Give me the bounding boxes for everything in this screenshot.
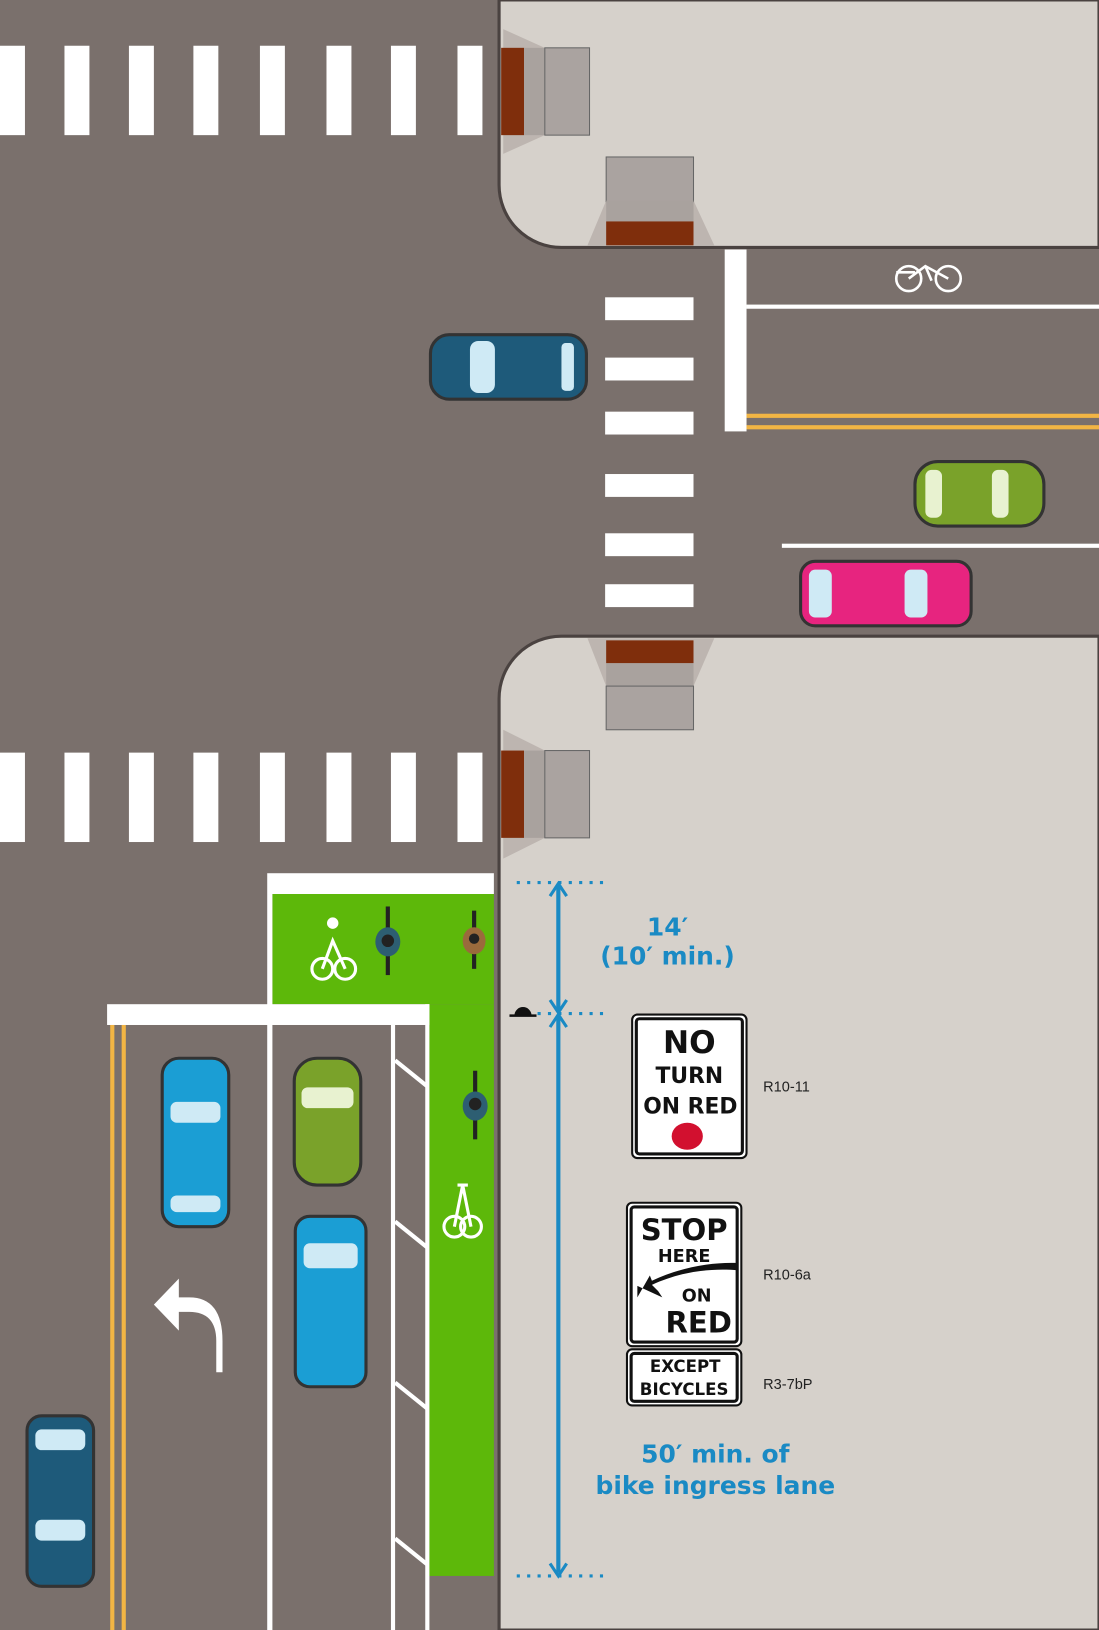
dimension-lines (516, 880, 609, 1579)
bicycle-lane-symbol-icon (442, 1183, 483, 1239)
car-pink-westbound (799, 559, 973, 628)
svg-text:NO: NO (663, 1025, 716, 1061)
curb-ramp-ne-west (501, 29, 591, 154)
crosswalk-north (0, 45, 483, 136)
svg-text:ON RED: ON RED (643, 1094, 737, 1119)
bike-rider-symbol-icon (310, 917, 358, 981)
svg-text:STOP: STOP (641, 1213, 728, 1247)
stop-bar-east (724, 249, 747, 432)
buffer-hatching (393, 1058, 429, 1567)
cyclist (462, 910, 486, 969)
cyclist (462, 1070, 488, 1140)
dimension-lower-line2: bike ingress lane (595, 1471, 835, 1500)
bike-stop-bar (267, 873, 494, 895)
curb-ramp-se-north (587, 638, 715, 731)
yellow-centerline-south (110, 1024, 115, 1630)
svg-text:BICYCLES: BICYCLES (640, 1380, 729, 1399)
lane-line-east (781, 543, 1099, 548)
svg-text:ON: ON (682, 1287, 712, 1307)
sign-except-bicycles: EXCEPT BICYCLES (625, 1348, 743, 1407)
lane-line (267, 894, 273, 1630)
svg-text:RED: RED (665, 1306, 731, 1340)
sign-stop-here-on-red: STOP HERE ON RED (625, 1201, 743, 1348)
sign-code-r10-6a: R10-6a (763, 1268, 812, 1284)
bike-ingress-lane (429, 1004, 494, 1576)
left-curved-arrow-icon (637, 1262, 739, 1298)
svg-text:HERE: HERE (658, 1247, 711, 1267)
buffer-line (425, 1004, 430, 1630)
crosswalk-south (0, 752, 483, 843)
curb-ramp-ne-south (587, 156, 715, 246)
vehicle-stop-bar (107, 1004, 430, 1025)
dimension-lower-line1: 50′ min. of (641, 1440, 791, 1469)
bicycle-symbol-icon (894, 264, 963, 293)
curb-ramp-se-west (501, 729, 591, 859)
car-green-northbound (292, 1056, 363, 1187)
svg-text:EXCEPT: EXCEPT (650, 1357, 721, 1376)
dimension-upper-min: (10′ min.) (600, 942, 735, 971)
svg-text:TURN: TURN (655, 1064, 723, 1089)
left-turn-arrow-icon (153, 1278, 223, 1373)
van-blue-northbound (293, 1214, 368, 1389)
sign-no-turn-on-red: NO TURN ON RED (631, 1013, 748, 1160)
cyclist (375, 906, 401, 976)
car-green-westbound (913, 459, 1046, 528)
dimension-upper-length: 14′ (647, 913, 688, 942)
car-dark-blue-southbound (25, 1414, 96, 1588)
red-light-icon (671, 1122, 703, 1150)
sign-code-r3-7bp: R3-7bP (763, 1377, 812, 1393)
bike-lane-line-east (746, 304, 1099, 309)
crosswalk-east (605, 297, 694, 608)
sign-code-r10-11: R10-11 (763, 1080, 810, 1096)
car-dark-blue-westbound (428, 333, 588, 401)
car-light-blue-northbound (160, 1056, 231, 1229)
push-button-icon (509, 1007, 537, 1017)
yellow-centerline-east (746, 413, 1099, 418)
